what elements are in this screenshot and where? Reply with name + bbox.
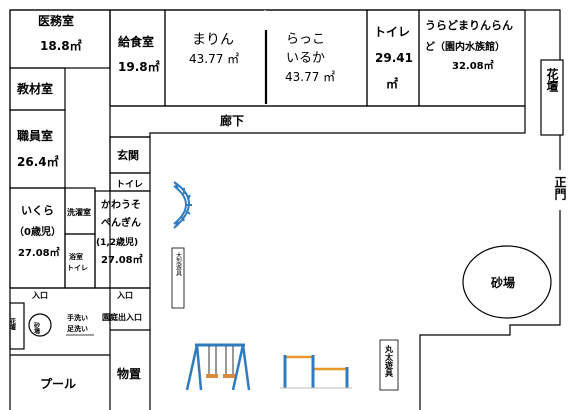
sandbox-small-label: 砂場: [33, 321, 41, 335]
marin-label: まりん: [192, 32, 234, 48]
bath-toilet-label: トイレ: [67, 264, 88, 272]
corridor: [110, 105, 526, 138]
penguin-label: ぺんぎん: [101, 216, 141, 229]
staff-area: 26.4㎡: [17, 154, 59, 169]
ikura-age: （0歳児）: [14, 225, 61, 238]
garden-entry-label: 園庭出入口: [102, 312, 142, 322]
toilet-small-label: トイレ: [116, 179, 143, 190]
pool-label: プール: [40, 376, 76, 391]
flower-bed-small: [9, 302, 25, 350]
room-bath: [64, 233, 96, 289]
log-equipment: 丸太遊具: [379, 339, 399, 391]
entry-label-1: 入口: [31, 291, 48, 300]
entrance-label: 玄関: [117, 148, 139, 162]
ikura-label: いくら: [21, 204, 54, 217]
sandbox-label: 砂場: [490, 275, 515, 290]
kawauso-age: (1,2歳児): [96, 236, 138, 248]
rakko-iruka-area: 43.77 ㎡: [285, 70, 335, 84]
kitchen-label: 給食室: [118, 34, 154, 49]
entry-label-2: 入口: [116, 291, 133, 300]
uradomarin-area: 32.08㎡: [452, 59, 494, 72]
medical-room-area: 18.8㎡: [40, 38, 82, 53]
flower-bed-right: [540, 59, 564, 136]
ikura-area: 27.08㎡: [18, 246, 60, 259]
materials-label: 教材室: [16, 81, 53, 96]
horizontal-bar-icon: [280, 355, 352, 389]
walls: [9, 9, 564, 410]
bath-label: 浴室: [69, 252, 83, 261]
uradomarin-label-2: ど（園内水族館）: [425, 40, 505, 53]
slide-icon: [173, 181, 192, 229]
laundry-label: 洗濯室: [67, 207, 91, 217]
room-staff: [9, 109, 66, 189]
kawauso-area: 27.08㎡: [101, 253, 143, 266]
log-equipment-label: 丸太遊具: [384, 344, 394, 378]
sandbox-small: 砂場: [28, 313, 52, 337]
uradomarin-label-1: うらどまりんらん: [425, 19, 513, 32]
toilet-label: トイレ: [374, 25, 410, 39]
flower-bed-right-label: 花壇: [545, 67, 559, 92]
toilet-area-unit: ㎡: [386, 76, 398, 91]
main-gate-label: 正門: [553, 176, 567, 201]
swing-icon: [185, 343, 251, 391]
handwash-label: 手洗い: [67, 313, 88, 322]
room-ikura: [9, 187, 66, 289]
toilet-area: 29.41: [375, 51, 413, 65]
staff-label: 職員室: [17, 128, 53, 143]
rakko-label: らっこ: [286, 32, 325, 47]
room-kitchen: [109, 9, 166, 107]
iruka-label: いるか: [286, 51, 325, 66]
play-equipment-label: 大型遊具: [175, 251, 182, 277]
footwash-label: 足洗い: [67, 324, 88, 333]
storage-label: 物置: [117, 366, 141, 381]
corridor-label: 廊下: [220, 113, 244, 128]
sandbox-large: 砂場: [462, 245, 552, 319]
kitchen-area: 19.8㎡: [118, 59, 160, 74]
flower-bed-small-label: 花壇: [9, 317, 16, 331]
kawauso-label: かわうそ: [101, 199, 141, 211]
large-play-equipment: 大型遊具: [171, 247, 185, 309]
room-storage: [110, 329, 151, 410]
marin-area: 43.77 ㎡: [189, 52, 239, 66]
medical-room-label: 医務室: [38, 13, 74, 28]
